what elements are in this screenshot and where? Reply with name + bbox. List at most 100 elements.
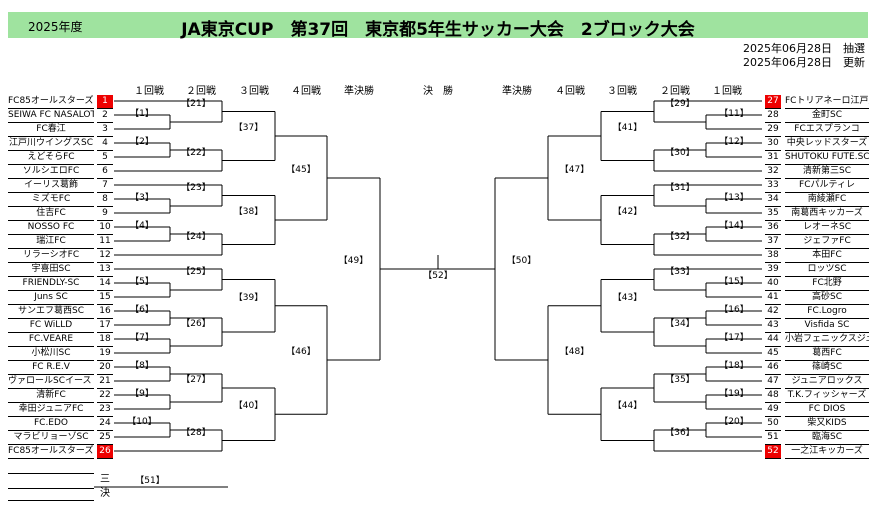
team-name: FC北野 (785, 277, 869, 291)
team-name: 高砂SC (785, 291, 869, 305)
team-number: 23 (97, 403, 113, 417)
team-name: 小岩フェニックスジュニア (785, 333, 869, 347)
team-name: えどそらFC (8, 151, 94, 165)
team-number: 1 (97, 95, 113, 109)
team-name: 本田FC (785, 249, 869, 263)
team-number: 8 (97, 193, 113, 207)
team-name: FC.VEARE (8, 333, 94, 347)
team-number: 21 (97, 375, 113, 389)
team-name: FC R.E.V (8, 361, 94, 375)
team-name: FC WiLLD (8, 319, 94, 333)
team-number: 3 (97, 123, 113, 137)
match-label: 【31】 (665, 182, 695, 193)
match-label: 【6】 (130, 305, 154, 315)
team-number: 18 (97, 333, 113, 347)
team-number: 9 (97, 207, 113, 221)
match-label: 【47】 (559, 165, 590, 175)
match-label: 【33】 (665, 266, 695, 277)
match-label: 【9】 (130, 389, 154, 399)
team-name: ソルシエロFC (8, 165, 94, 179)
match-label: 【41】 (612, 123, 643, 133)
match-label: 【7】 (130, 333, 154, 343)
match-label: 【15】 (719, 277, 749, 287)
match-label: 【43】 (612, 292, 643, 303)
round-header-right-3: ３回戦 (607, 86, 637, 97)
match-label: 【28】 (181, 427, 211, 438)
match-label: 【52】 (423, 271, 453, 281)
team-name: FC.Logro (785, 305, 869, 319)
match-label: 【29】 (665, 98, 695, 109)
round-header-left-4: ４回戦 (291, 86, 321, 97)
team-number: 30 (765, 137, 781, 151)
match-label: 【51】 (135, 476, 165, 486)
match-label: 【21】 (181, 98, 211, 109)
match-label: 【27】 (181, 375, 211, 385)
team-number: 39 (765, 263, 781, 277)
match-label: 【25】 (181, 266, 211, 277)
team-number: 31 (765, 151, 781, 165)
team-number: 51 (765, 431, 781, 445)
team-number: 27 (765, 95, 781, 109)
match-label: 【24】 (181, 231, 211, 242)
match-label: 【46】 (286, 347, 316, 357)
team-number: 5 (97, 151, 113, 165)
match-label: 【50】 (506, 256, 537, 266)
team-number: 45 (765, 347, 781, 361)
team-number: 48 (765, 389, 781, 403)
team-number: 46 (765, 361, 781, 375)
team-number: 43 (765, 319, 781, 333)
round-header-right-2: ２回戦 (660, 86, 690, 97)
team-name: 瑞江FC (8, 235, 94, 249)
round-header-right-4: ４回戦 (555, 86, 585, 97)
match-label: 【35】 (665, 375, 695, 385)
team-name: FCパルティレ (785, 179, 869, 193)
match-label: 【16】 (719, 305, 749, 315)
third-place-label-1: 三 (100, 474, 110, 485)
team-name: 一之江キッカーズ (785, 445, 869, 459)
team-number: 47 (765, 375, 781, 389)
team-name: サンエフ葛西SC (8, 305, 94, 319)
team-number: 41 (765, 291, 781, 305)
team-name: ロッツSC (785, 263, 869, 277)
match-label: 【17】 (719, 333, 749, 343)
team-number: 11 (97, 235, 113, 249)
match-label: 【18】 (719, 361, 749, 371)
team-number: 10 (97, 221, 113, 235)
team-name: FC DIOS (785, 403, 869, 417)
team-number: 15 (97, 291, 113, 305)
team-name: 金町SC (785, 109, 869, 123)
team-name: FCエスプランコ (785, 123, 869, 137)
team-number: 19 (97, 347, 113, 361)
round-header-left-1: １回戦 (134, 86, 164, 97)
team-name: Visfida SC (785, 319, 869, 333)
match-label: 【13】 (719, 193, 749, 203)
team-name: 清新FC (8, 389, 94, 403)
team-name: 中央レッドスターズ (785, 137, 869, 151)
round-header-left-3: ３回戦 (239, 86, 269, 97)
team-number: 13 (97, 263, 113, 277)
team-number: 34 (765, 193, 781, 207)
match-label: 【5】 (130, 277, 154, 287)
team-number: 20 (97, 361, 113, 375)
team-number: 35 (765, 207, 781, 221)
match-label: 【2】 (130, 137, 154, 147)
page-title: JA東京CUP 第37回 東京都5年生サッカー大会 2ブロック大会 (181, 20, 695, 40)
team-number: 28 (765, 109, 781, 123)
match-label: 【45】 (286, 165, 316, 175)
round-header-right-semi: 準決勝 (502, 86, 532, 97)
team-name: レオーネSC (785, 221, 869, 235)
third-place-label-2: 決 (100, 488, 110, 499)
team-number: 12 (97, 249, 113, 263)
round-header-left-2: ２回戦 (186, 86, 216, 97)
match-label: 【39】 (233, 292, 264, 303)
team-name: 臨海SC (785, 431, 869, 445)
team-name: FC85オールスターズ・B (8, 445, 94, 459)
team-name: T.K.フィッシャーズ (785, 389, 869, 403)
match-label: 【32】 (665, 231, 695, 242)
match-label: 【4】 (130, 221, 154, 231)
team-name: FC.EDO (8, 417, 94, 431)
team-number: 24 (97, 417, 113, 431)
team-name: 柴又KIDS (785, 417, 869, 431)
team-name: FC春江 (8, 123, 94, 137)
round-header-final: 決 勝 (423, 86, 453, 97)
